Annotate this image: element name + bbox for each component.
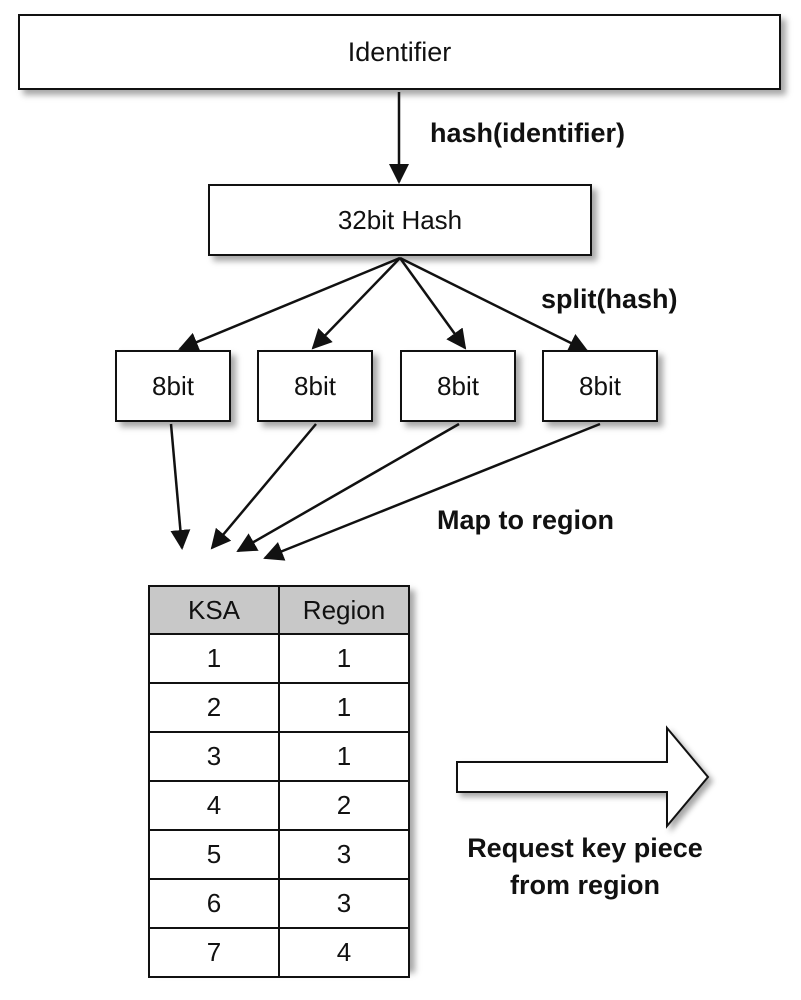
split-label: split(hash) (541, 284, 678, 314)
hash-box: 32bit Hash (208, 184, 592, 256)
region-cell: 1 (278, 682, 410, 733)
arrow-hash-to-bit-2 (311, 257, 401, 350)
ksa-cell: 4 (148, 780, 280, 831)
region-cell: 2 (278, 780, 410, 831)
identifier-label: Identifier (347, 36, 452, 67)
bit-box-4: 8bit (542, 350, 658, 422)
ksa-cell: 6 (148, 878, 280, 929)
table-header-row: KSA Region (148, 585, 410, 635)
bit-box-3: 8bit (400, 350, 516, 422)
ksa-cell: 2 (148, 682, 280, 733)
region-cell: 3 (278, 878, 410, 929)
bit-box-label: 8bit (152, 370, 194, 401)
hash-step-label: hash(identifier) (430, 118, 626, 148)
bit-box-label: 8bit (294, 370, 336, 401)
ksa-cell: 7 (148, 927, 280, 978)
ksa-cell: 5 (148, 829, 280, 880)
region-cell: 1 (278, 731, 410, 782)
hash-box-label: 32bit Hash (337, 204, 463, 235)
bit-box-1: 8bit (115, 350, 231, 422)
ksa-cell: 3 (148, 731, 280, 782)
header-region: Region (278, 585, 410, 635)
ksa-cell: 1 (148, 633, 280, 684)
region-cell: 4 (278, 927, 410, 978)
bit-box-label: 8bit (437, 370, 479, 401)
request-block-arrow (456, 725, 710, 829)
arrow-hash-to-bit-3 (398, 257, 467, 350)
bit-box-label: 8bit (579, 370, 621, 401)
arrow-bit-4-to-table (263, 422, 601, 561)
arrow-bit-3-to-table (236, 422, 460, 553)
region-cell: 3 (278, 829, 410, 880)
arrow-bit-2-to-table (210, 423, 317, 550)
map-to-region-label: Map to region (437, 505, 614, 535)
identifier-box: Identifier (18, 14, 781, 90)
arrow-hash-to-bit-1 (178, 256, 401, 352)
bit-box-2: 8bit (257, 350, 373, 422)
region-cell: 1 (278, 633, 410, 684)
arrow-bit-1-to-table (169, 423, 191, 550)
request-key-piece-label: Request key piece from region (467, 833, 703, 900)
header-ksa: KSA (148, 585, 280, 635)
